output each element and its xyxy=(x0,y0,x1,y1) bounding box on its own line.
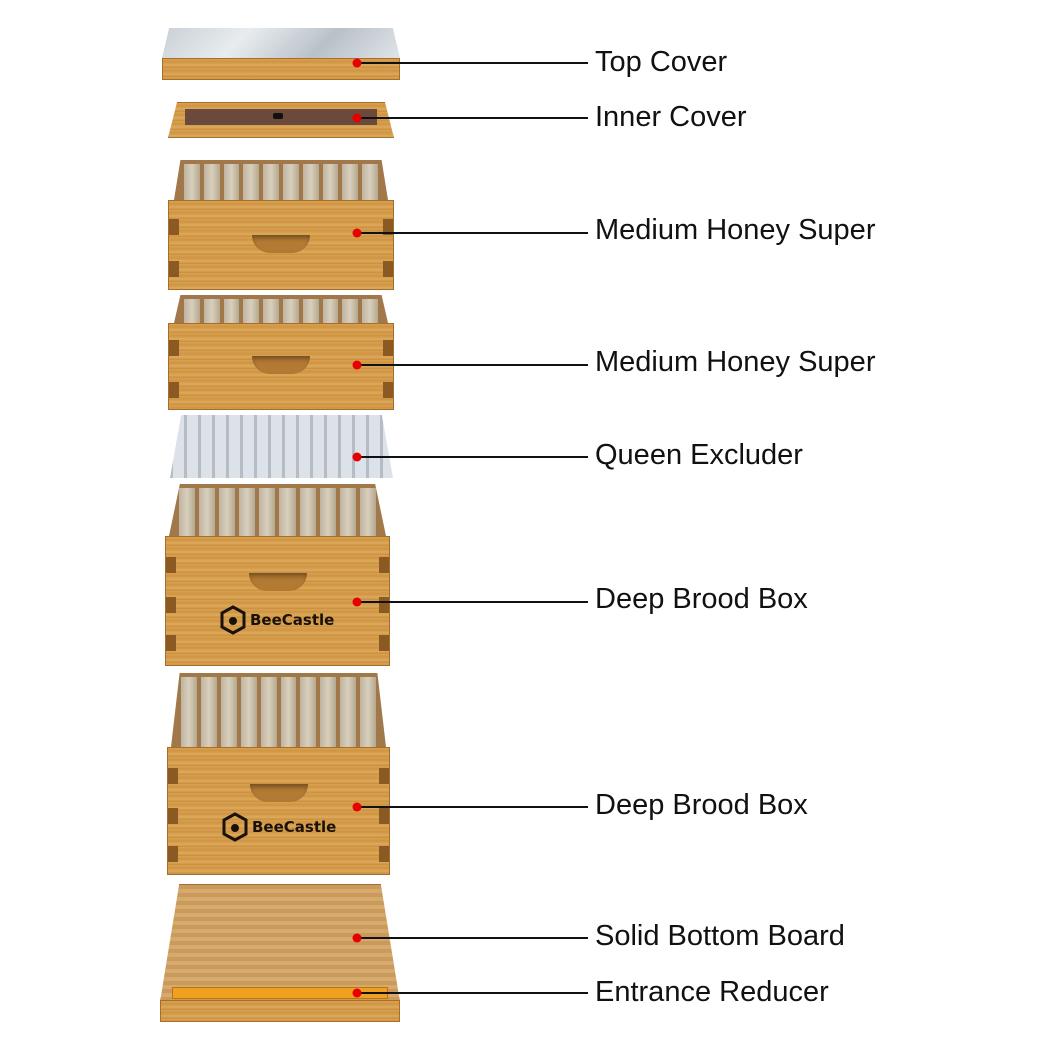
top-cover xyxy=(162,28,400,80)
marker-dot xyxy=(352,988,362,998)
marker-dot xyxy=(352,360,362,370)
frames xyxy=(171,673,386,747)
brand-logo: BeeCastle xyxy=(222,812,336,842)
label-medium-honey-super: Medium Honey Super xyxy=(595,345,876,378)
label-top-cover: Top Cover xyxy=(595,45,728,78)
marker-dot xyxy=(352,452,362,462)
metal-top xyxy=(162,28,400,58)
label-solid-bottom-board: Solid Bottom Board xyxy=(595,919,845,952)
hand-hold xyxy=(249,784,308,802)
marker-dot xyxy=(352,228,362,238)
brand-name: BeeCastle xyxy=(250,611,335,629)
box-body: BeeCastle xyxy=(167,747,390,875)
box-body xyxy=(168,200,394,290)
label-entrance-reducer: Entrance Reducer xyxy=(595,975,829,1008)
frames xyxy=(169,484,386,536)
box-body: BeeCastle xyxy=(165,536,390,666)
brand-name: BeeCastle xyxy=(252,818,337,836)
marker-dot xyxy=(352,597,362,607)
label-deep-brood-box: Deep Brood Box xyxy=(595,788,808,821)
bee-hexagon-icon xyxy=(220,605,246,635)
deep-brood-box-2: BeeCastle xyxy=(167,673,390,875)
solid-bottom-board xyxy=(160,884,400,1022)
bee-hexagon-icon xyxy=(222,812,248,842)
label-inner-cover: Inner Cover xyxy=(595,100,747,133)
deep-brood-box-1: BeeCastle xyxy=(165,484,390,666)
frames xyxy=(174,295,388,323)
marker-dot xyxy=(352,933,362,943)
queen-excluder xyxy=(170,415,393,478)
medium-honey-super-1 xyxy=(168,160,394,290)
marker-dot xyxy=(352,113,362,123)
bottom-board-floor xyxy=(160,884,400,1002)
top-cover-rim xyxy=(162,58,400,80)
vent-hole xyxy=(273,113,283,119)
marker-dot xyxy=(352,58,362,68)
medium-honey-super-2 xyxy=(168,295,394,410)
brand-logo: BeeCastle xyxy=(220,605,334,635)
label-medium-honey-super: Medium Honey Super xyxy=(595,213,876,246)
hand-hold xyxy=(252,235,310,253)
hand-hold xyxy=(248,573,307,591)
bottom-board-front xyxy=(160,1000,400,1022)
hand-hold xyxy=(252,356,310,374)
label-queen-excluder: Queen Excluder xyxy=(595,438,803,471)
frames xyxy=(174,160,388,200)
label-deep-brood-box: Deep Brood Box xyxy=(595,582,808,615)
marker-dot xyxy=(352,802,362,812)
